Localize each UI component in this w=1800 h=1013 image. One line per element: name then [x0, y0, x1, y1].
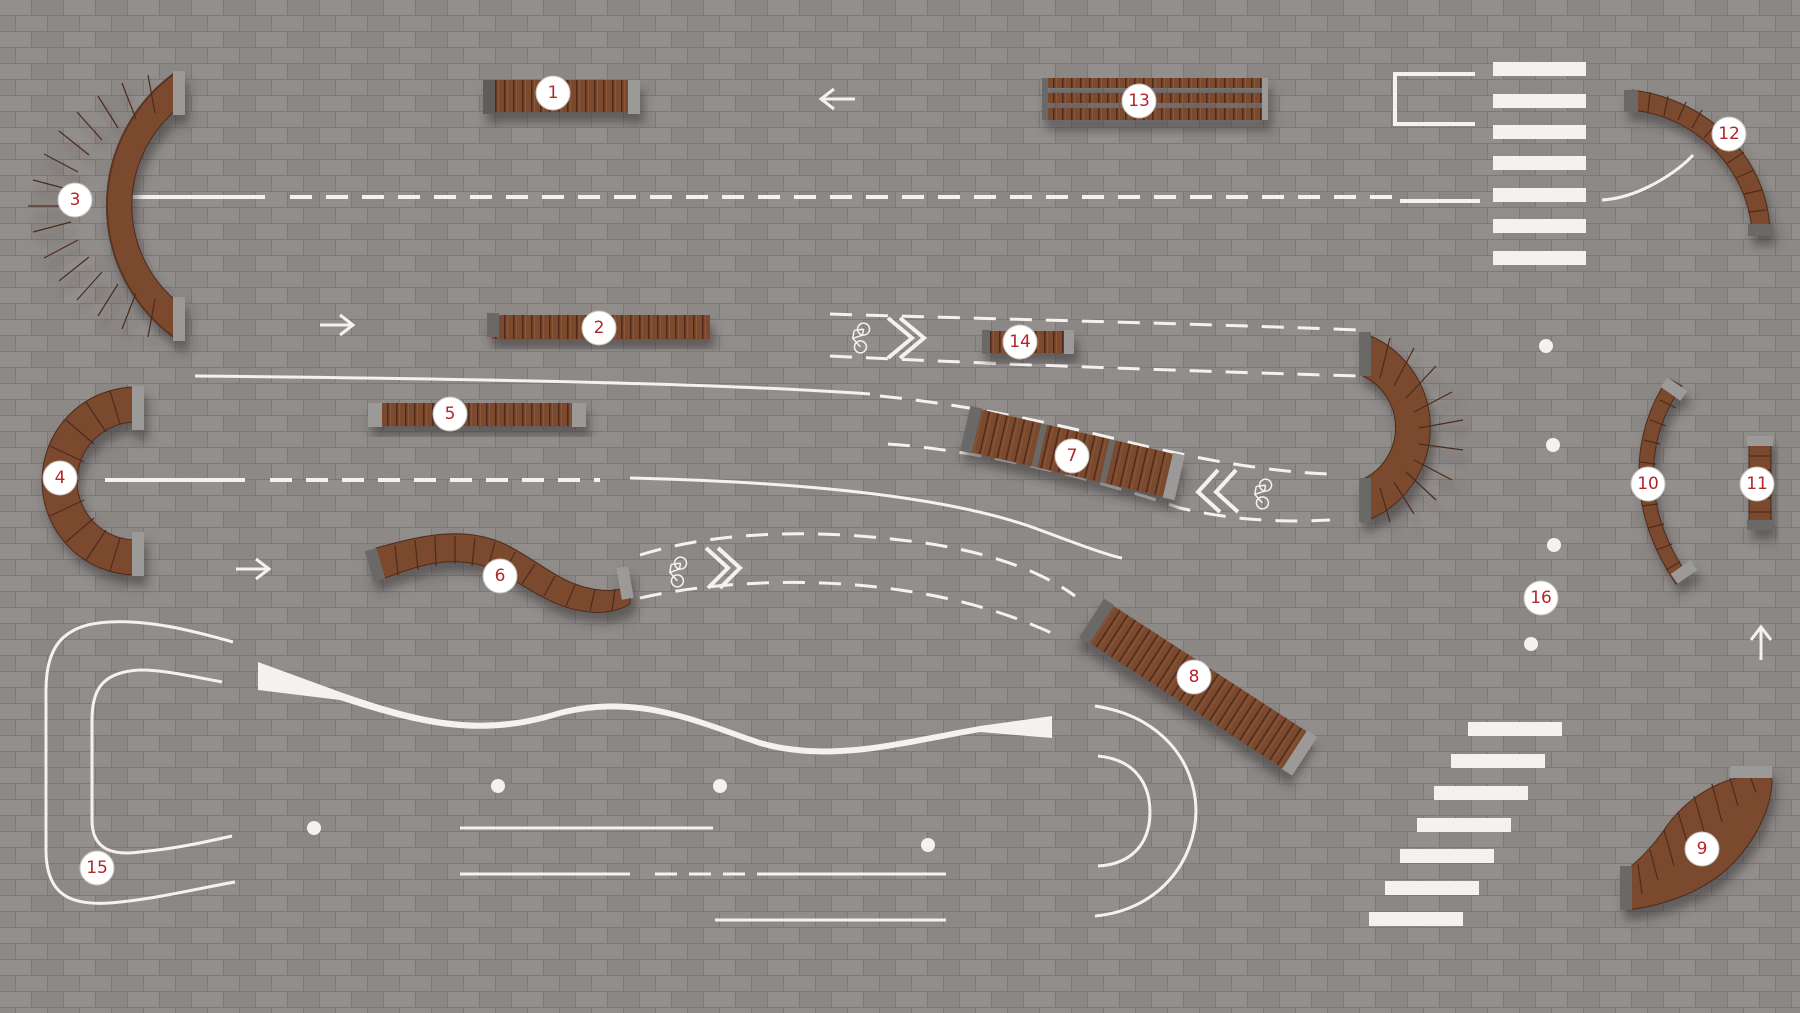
- label-12-text: 12: [1718, 124, 1740, 144]
- loop-outer-right: [1094, 704, 1198, 918]
- bike-lane-dashed: [829, 354, 1361, 378]
- label-11-text: 11: [1746, 474, 1768, 494]
- label-7-text: 7: [1067, 446, 1078, 466]
- bicycle-icon: [668, 556, 688, 588]
- label-9: 9: [1684, 831, 1720, 867]
- marking-dashed-curve: [887, 442, 1331, 523]
- arrow-left-icon: [818, 87, 855, 111]
- chevron-icon: [886, 316, 928, 360]
- label-4: 4: [42, 460, 78, 496]
- label-14: 14: [1002, 324, 1038, 360]
- arrow-right-icon: [320, 313, 356, 337]
- zebra-crossing: [1493, 62, 1586, 265]
- label-15-text: 15: [86, 858, 108, 878]
- bench-4: [41, 386, 144, 576]
- label-2-text: 2: [594, 318, 605, 338]
- label-13-text: 13: [1128, 91, 1150, 111]
- arrow-up-icon: [1749, 624, 1773, 660]
- label-8-text: 8: [1189, 667, 1200, 687]
- road-markings: [44, 62, 1773, 926]
- label-15: 15: [79, 850, 115, 886]
- label-7: 7: [1054, 438, 1090, 474]
- marking-curve: [629, 476, 1123, 560]
- label-12: 12: [1711, 116, 1747, 152]
- loop-outer: [44, 620, 236, 905]
- label-5: 5: [432, 396, 468, 432]
- label-5-text: 5: [445, 404, 456, 424]
- label-16-text: 16: [1530, 588, 1552, 608]
- loop-inner: [90, 668, 233, 855]
- bike-lane-dashed: [639, 580, 1059, 638]
- label-8: 8: [1176, 659, 1212, 695]
- bike-lane-dashed: [639, 532, 1076, 598]
- label-14-text: 14: [1009, 332, 1031, 352]
- label-3-text: 3: [70, 190, 81, 210]
- stop-bracket: [1393, 72, 1475, 126]
- label-9-text: 9: [1697, 839, 1708, 859]
- chevron-icon: [704, 546, 743, 590]
- label-3: 3: [57, 182, 93, 218]
- bike-lane-dashed: [829, 312, 1361, 332]
- bicycle-icon: [851, 322, 871, 354]
- marking-curve: [1601, 154, 1695, 202]
- label-16: 16: [1523, 580, 1559, 616]
- label-6-text: 6: [495, 566, 506, 586]
- label-11: 11: [1739, 466, 1775, 502]
- labels: 1 2 3 4 5 6 7 8: [42, 75, 1775, 886]
- label-13: 13: [1121, 83, 1157, 119]
- marking-dashed-curve: [879, 394, 1331, 476]
- label-10-text: 10: [1637, 474, 1659, 494]
- stepped-stripes: [1369, 722, 1562, 926]
- label-1-text: 1: [548, 83, 559, 103]
- label-2: 2: [581, 310, 617, 346]
- chevron-icon: [1195, 468, 1240, 514]
- arrow-right-icon: [236, 557, 272, 581]
- tapered-wave-line: [258, 662, 1052, 755]
- bench-3: [28, 71, 185, 341]
- marking-solid-line: [194, 374, 871, 396]
- label-4-text: 4: [55, 468, 66, 488]
- bicycle-icon: [1253, 478, 1273, 510]
- label-1: 1: [535, 75, 571, 111]
- bench-semicircle-right: [1359, 332, 1464, 523]
- marker-dots: [307, 339, 1561, 852]
- label-10: 10: [1630, 466, 1666, 502]
- label-6: 6: [482, 558, 518, 594]
- loop-inner-right: [1097, 754, 1152, 868]
- bench-5: [368, 403, 586, 427]
- bench-10: [1638, 377, 1698, 585]
